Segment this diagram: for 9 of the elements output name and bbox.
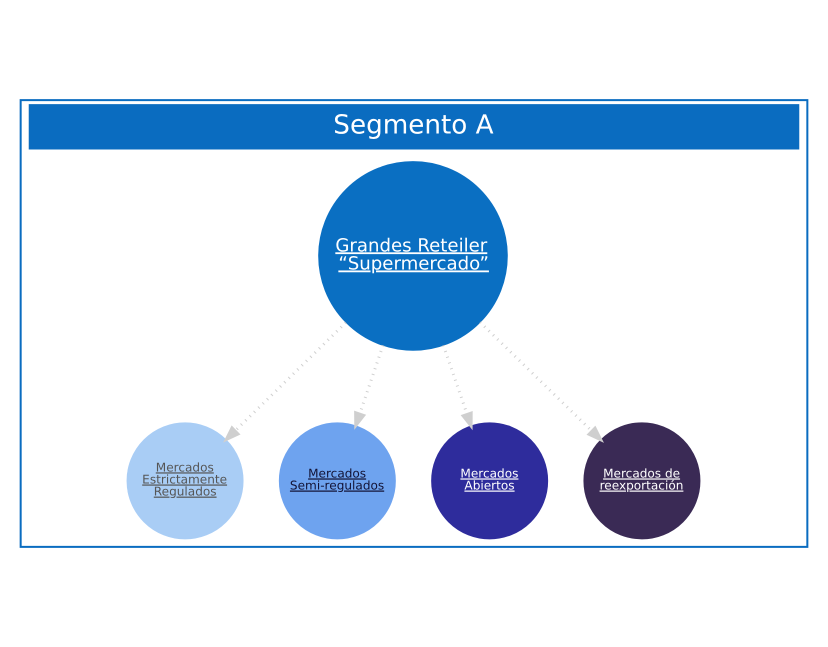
arrow [479, 321, 604, 443]
node-circle: Mercados Abiertos [431, 422, 548, 540]
node-circle: Mercados Semi-regulados [278, 422, 396, 540]
arrow [223, 322, 347, 443]
node-circle: Mercados Estrictamente Regulados [126, 422, 244, 540]
arrow [442, 344, 473, 430]
node-circle: Grandes Reteiler “Supermercado” [318, 161, 508, 351]
node-circle: Mercados de reexportación [583, 422, 700, 540]
arrow [354, 344, 384, 430]
